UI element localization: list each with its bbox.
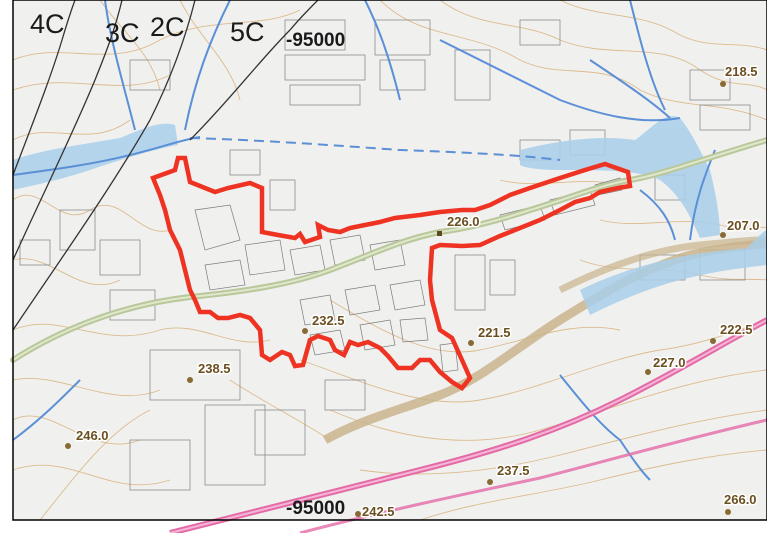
elevation-point: 246.0 [65, 427, 110, 449]
elevation-point: 227.0 [645, 354, 687, 375]
elevation-point: 222.5 [710, 321, 754, 344]
riverbed-band [322, 239, 767, 444]
map-border [12, 0, 767, 521]
elevation-marker [710, 338, 716, 344]
railway-edge [169, 319, 767, 533]
elevation-marker [645, 369, 651, 375]
map-background [13, 0, 767, 520]
elevation-point: 266.0 [723, 491, 758, 515]
grid-label-bottom: -95000 [286, 498, 345, 519]
highlighted-area-outline[interactable] [150, 155, 633, 391]
elevation-marker [437, 231, 442, 236]
elevation-point: 221.5 [468, 324, 512, 346]
zone-label-2c: 2C [150, 12, 185, 42]
elevation-point: 232.5 [302, 312, 346, 334]
elevation-marker [720, 232, 726, 238]
elevation-marker [187, 377, 193, 383]
elevation-label: 246.0 [76, 428, 109, 443]
elevation-label: 266.0 [724, 492, 757, 507]
zone-boundaries [12, 0, 319, 331]
elevation-label: 237.5 [497, 463, 530, 478]
elevation-label: 227.0 [653, 355, 686, 370]
elevation-marker [65, 443, 71, 449]
elevation-label: 207.0 [727, 218, 760, 233]
elevation-label: 226.0 [447, 214, 480, 229]
streams [12, 0, 716, 481]
elevation-marker [720, 81, 726, 87]
elevation-point: 218.5 [720, 63, 759, 87]
zone-label-4c: 4C [30, 9, 65, 39]
elevation-marker [468, 340, 474, 346]
elevation-label: 218.5 [725, 64, 758, 79]
grid-label-top: -95000 [286, 30, 345, 51]
elevation-point: 226.0 [437, 213, 481, 236]
elevation-label: 222.5 [720, 322, 753, 337]
elevation-label: 232.5 [312, 313, 345, 328]
elevation-marker [725, 509, 731, 515]
zone-label-3c: 3C [105, 18, 140, 48]
elevation-point: 238.5 [187, 360, 232, 383]
elevation-label: 242.5 [362, 504, 395, 519]
elevation-label: 221.5 [478, 325, 511, 340]
elevation-points: 218.5 207.0 226.0 232.5 221.5 222.5 227.… [65, 63, 761, 521]
elevation-marker [302, 328, 308, 334]
elevation-point: 237.5 [487, 462, 531, 485]
elevation-point: 242.5 [355, 503, 396, 521]
elevation-label: 238.5 [198, 361, 231, 376]
riverbed-band-upper [558, 236, 767, 294]
elevation-marker [355, 511, 361, 517]
elevation-marker [487, 479, 493, 485]
zone-label-5c: 5C [230, 17, 265, 47]
railway-secondary [299, 418, 767, 533]
river-areas [13, 116, 767, 315]
elevation-point: 207.0 [720, 217, 761, 238]
